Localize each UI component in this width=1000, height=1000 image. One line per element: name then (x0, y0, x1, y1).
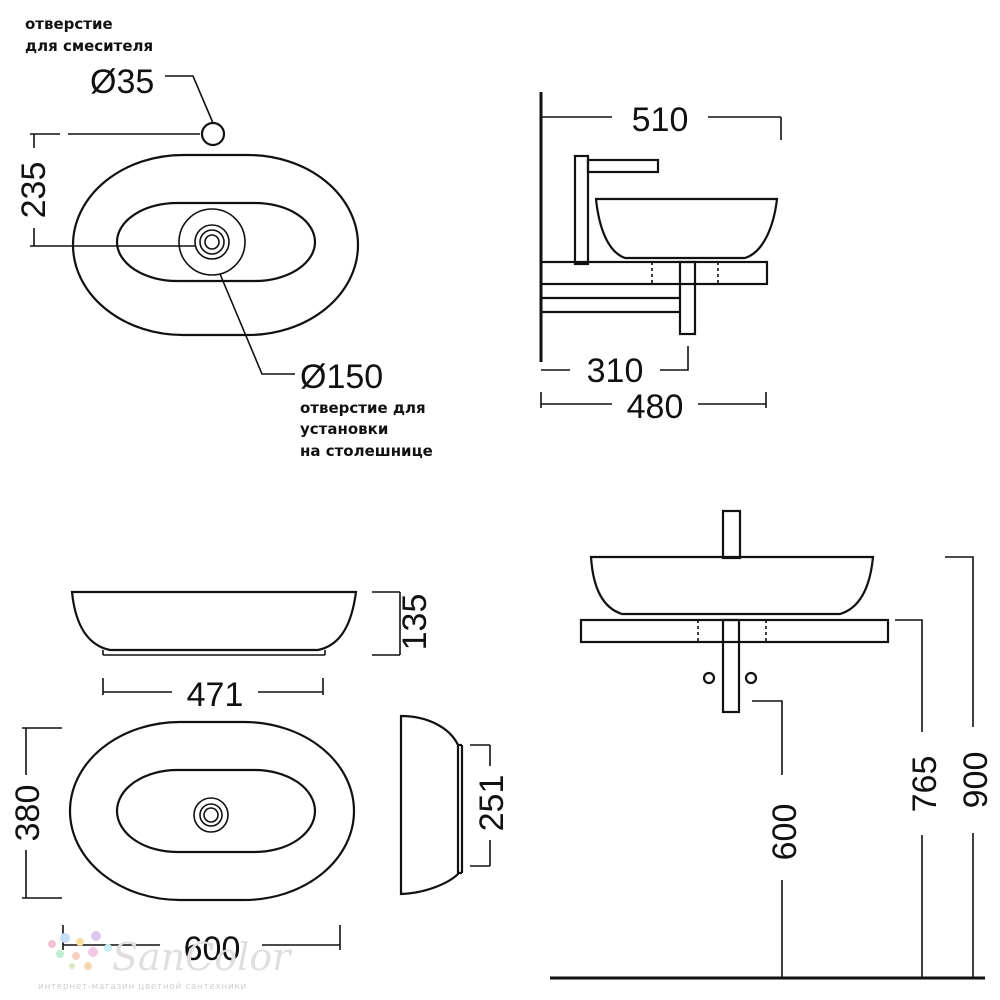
counter-hole-label-3: на столешнице (300, 442, 433, 460)
dim-235: 235 (15, 162, 53, 219)
elevation-faucet (721, 509, 742, 560)
mixer-hole-label-2: для смесителя (25, 37, 153, 55)
elevation-bolt-right (744, 671, 758, 685)
elevation-view: 600 765 900 (550, 509, 995, 980)
elevation-bolt-left (702, 671, 716, 685)
profile-view: 251 (399, 714, 511, 896)
counter-hole-label-2: установки (300, 420, 388, 438)
watermark-brand: SanColor (112, 935, 293, 979)
plan-drain-outer (193, 797, 229, 833)
front-view: 135 471 (70, 590, 434, 714)
top-view: отверстие для смесителя Ø35 235 Ø150 отв… (15, 15, 433, 460)
top-view-inner-basin (115, 201, 317, 283)
dim-480: 480 (627, 388, 684, 426)
mixer-hole-label-1: отверстие (25, 15, 113, 33)
watermark-dots-icon (48, 931, 112, 970)
plan-inner-basin (115, 768, 317, 854)
dim-600-height: 600 (766, 804, 804, 861)
side-faucet-body (573, 154, 590, 266)
top-view-outer-oval (71, 153, 360, 337)
profile-bowl (399, 714, 460, 896)
mixer-hole-diameter: Ø35 (90, 63, 154, 101)
dim-471: 471 (187, 676, 244, 714)
dim-600-width: 600 (184, 930, 241, 968)
elevation-bowl (589, 555, 875, 616)
side-countertop (539, 260, 769, 286)
side-install-view: 510 310 480 (539, 92, 782, 426)
watermark: SanColor интернет-магазин цветной сантех… (38, 931, 293, 992)
side-drain-pipe (678, 260, 697, 336)
top-view-drain-outer (178, 208, 246, 276)
dim-380: 380 (9, 785, 47, 842)
top-view-drain-ring (194, 224, 230, 260)
top-view-drain-ring-inner (199, 229, 225, 255)
counter-hole-label-1: отверстие для (300, 399, 426, 417)
dim-900: 900 (957, 752, 995, 809)
side-faucet-spout (586, 158, 660, 174)
plan-outer-oval (68, 720, 356, 902)
watermark-tagline: интернет-магазин цветной сантехники (38, 982, 247, 992)
front-bowl (70, 590, 358, 652)
counter-hole-diameter: Ø150 (300, 358, 383, 396)
elevation-drain-pipe (721, 618, 741, 714)
plan-view: 380 600 (9, 720, 356, 968)
plan-drain-inner (199, 803, 223, 827)
elevation-countertop (579, 618, 890, 644)
mixer-hole (200, 121, 226, 147)
top-view-drain-center (204, 234, 220, 250)
dim-310: 310 (587, 352, 644, 390)
dim-135: 135 (396, 594, 434, 651)
dim-765: 765 (906, 756, 944, 813)
plan-drain-center (203, 807, 219, 823)
side-bowl (594, 197, 779, 260)
dim-251: 251 (473, 775, 511, 832)
dim-510: 510 (632, 101, 689, 139)
